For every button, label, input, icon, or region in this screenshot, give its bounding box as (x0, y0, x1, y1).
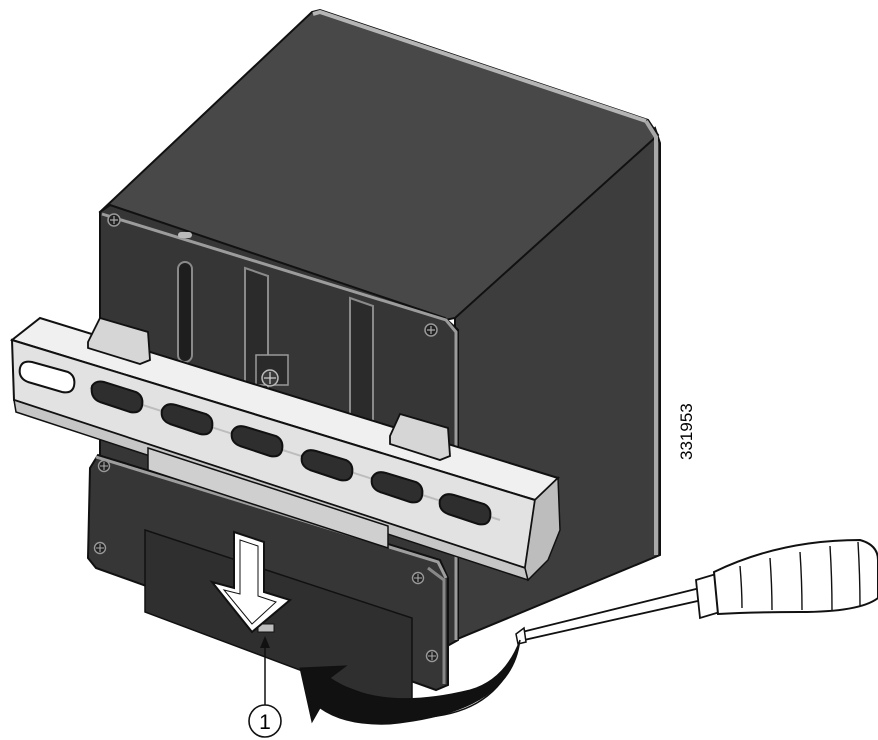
down-arrow-icon (209, 530, 293, 634)
screw-icon (425, 649, 439, 663)
rail-slots (18, 360, 492, 526)
ground-screw-icon (255, 354, 289, 387)
screw-icon (97, 459, 111, 473)
screw-icon (424, 323, 438, 337)
din-rail (9, 316, 561, 582)
screw-icon (93, 541, 107, 555)
figure-id: 331953 (677, 403, 696, 460)
curved-arrow-icon (299, 639, 521, 725)
screw-icon (107, 213, 121, 227)
callout-1: 1 (248, 636, 282, 738)
screwdriver-icon (515, 538, 878, 645)
screw-icon (411, 571, 425, 585)
callout-number: 1 (259, 711, 271, 734)
